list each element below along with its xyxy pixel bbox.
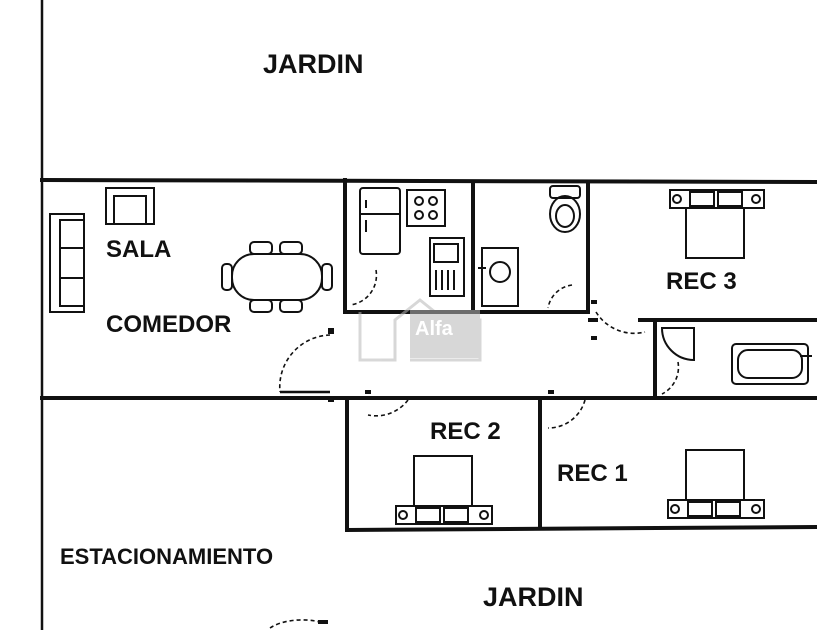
room-label-rec1: REC 1	[557, 460, 628, 487]
bed-icon	[667, 449, 765, 519]
toilet-icon	[549, 185, 581, 233]
room-label-comedor: COMEDOR	[106, 311, 232, 338]
door-marker	[591, 336, 597, 340]
door-swing-corridor	[278, 334, 331, 393]
door-marker	[328, 396, 334, 402]
door-swing-rec2	[367, 399, 409, 417]
fridge-icon	[359, 187, 401, 255]
bed-icon	[395, 455, 493, 525]
kitchen-sink-icon	[429, 237, 465, 297]
sofa-icon	[49, 213, 85, 313]
stove-icon	[406, 189, 446, 227]
room-label-rec2: REC 2	[430, 418, 501, 445]
room-label-sala: SALA	[106, 236, 172, 263]
door-swing-bottom	[269, 619, 321, 629]
bathtub-icon	[731, 343, 812, 385]
room-label-rec3: REC 3	[666, 268, 737, 295]
door-marker	[318, 620, 328, 624]
bed-icon	[669, 189, 765, 259]
door-marker	[591, 300, 597, 304]
wall-rec-bottom	[344, 524, 818, 533]
wall-top	[39, 177, 818, 185]
watermark-logo	[358, 298, 482, 362]
door-marker	[328, 328, 334, 334]
room-label-jardin-bottom: JARDIN	[483, 582, 584, 612]
armchair-icon	[105, 187, 155, 225]
door-marker	[548, 390, 554, 394]
dining-table-icon	[221, 241, 333, 313]
room-label-jardin-top: JARDIN	[263, 49, 364, 79]
bath-sink-icon	[478, 247, 519, 307]
door-swing-rec1	[547, 399, 586, 429]
watermark-text: Alfa	[415, 318, 453, 340]
door-swing-kitchen	[349, 269, 378, 306]
door-swing-bath2	[661, 361, 680, 395]
room-label-estacionamiento: ESTACIONAMIENTO	[60, 544, 274, 569]
door-marker	[365, 390, 371, 394]
door-swing-bath	[547, 284, 573, 309]
door-swing-rec3	[595, 311, 646, 335]
shower-icon	[660, 327, 695, 362]
